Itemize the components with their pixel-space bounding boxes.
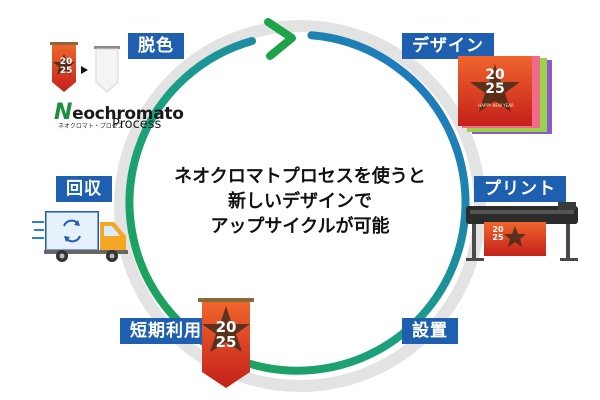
brand-process: Process bbox=[112, 117, 162, 132]
hanging-banner-illustration bbox=[198, 298, 254, 388]
center-line-1: ネオクロマトプロセスを使うと bbox=[174, 166, 426, 187]
label-design: デザイン bbox=[402, 33, 494, 59]
design-greeting: HAPPY NEW YEAR bbox=[478, 103, 514, 108]
design-year: 20 25 bbox=[485, 67, 505, 97]
brand-logo: Neochromato bbox=[54, 100, 184, 125]
printer-year: 20 25 bbox=[492, 225, 504, 242]
label-print: プリント bbox=[474, 176, 566, 202]
center-line-3: アップサイクルが可能 bbox=[210, 216, 390, 237]
label-collect: 回収 bbox=[56, 176, 112, 202]
label-short-term-use: 短期利用 bbox=[120, 318, 212, 344]
brand-subtitle: ネオクロマト・プロセス bbox=[58, 123, 124, 130]
truck-illustration bbox=[32, 211, 128, 262]
printer-illustration bbox=[466, 202, 578, 261]
label-install: 設置 bbox=[402, 318, 458, 344]
arrow-head bbox=[264, 18, 296, 60]
center-line-2: 新しいデザインで bbox=[228, 191, 372, 212]
decolor-banner-year: 20 25 bbox=[59, 57, 73, 76]
cycle-arrow bbox=[125, 30, 470, 375]
label-decolor: 脱色 bbox=[128, 33, 184, 59]
hanging-banner-year: 20 25 bbox=[215, 318, 237, 351]
decolor-illustration bbox=[50, 42, 120, 93]
design-illustration bbox=[458, 56, 552, 134]
center-message: ネオクロマトプロセスを使うと 新しいデザインで アップサイクルが可能 bbox=[150, 164, 450, 239]
